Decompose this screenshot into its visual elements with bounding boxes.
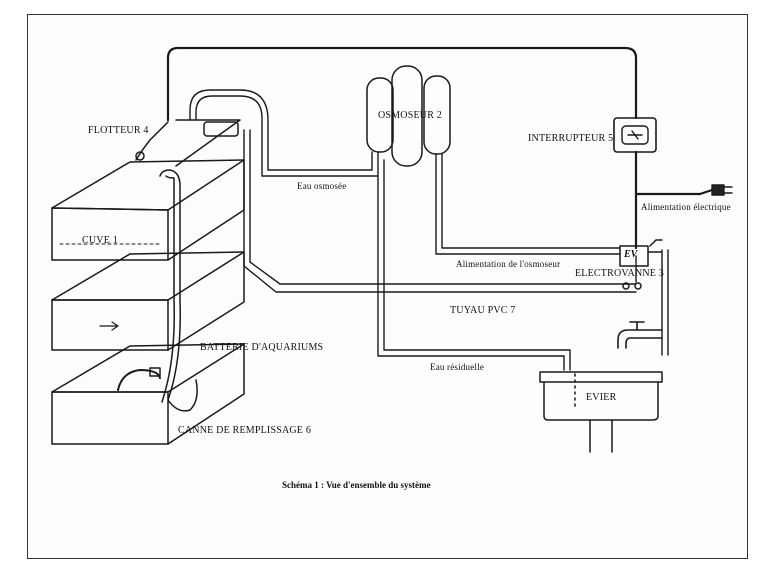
tank-cuve — [51, 119, 245, 261]
label-tuyau-pvc: TUYAU PVC 7 — [450, 305, 516, 316]
label-eau-residuelle: Eau résiduelle — [430, 362, 485, 372]
label-alimentation-osmoseur: Alimentation de l'osmoseur — [456, 259, 561, 269]
label-electrovanne: ELECTROVANNE 3 — [575, 268, 665, 279]
tap-icon — [617, 321, 663, 349]
label-evier: EVIER — [586, 392, 617, 403]
filling-hose — [159, 169, 198, 412]
switch-box — [613, 117, 657, 153]
label-flotteur: FLOTTEUR 4 — [88, 125, 149, 136]
label-canne: CANNE DE REMPLISSAGE 6 — [178, 425, 312, 436]
label-batterie: BATTERIE D'AQUARIUMS — [200, 342, 324, 353]
label-cuve: CUVE 1 — [82, 235, 118, 246]
power-plug-icon — [711, 184, 733, 196]
label-alimentation-electrique: Alimentation électrique — [641, 202, 731, 212]
water-pipes — [189, 89, 669, 371]
label-osmoseur: OSMOSEUR 2 — [378, 110, 442, 121]
label-eau-osmosee: Eau osmosée — [297, 181, 347, 191]
float-flotteur — [135, 121, 239, 161]
diagram-caption: Schéma 1 : Vue d'ensemble du système — [282, 480, 431, 490]
ev-mark: EV — [624, 249, 638, 260]
label-interrupteur: INTERRUPTEUR 5 — [528, 133, 614, 144]
osmoseur-unit — [366, 65, 451, 167]
electric-cable — [166, 46, 714, 250]
electrovanne-valve — [619, 239, 663, 290]
sink-evier — [539, 371, 663, 453]
aquarium-middle — [51, 251, 245, 351]
diagram-frame — [27, 14, 748, 559]
